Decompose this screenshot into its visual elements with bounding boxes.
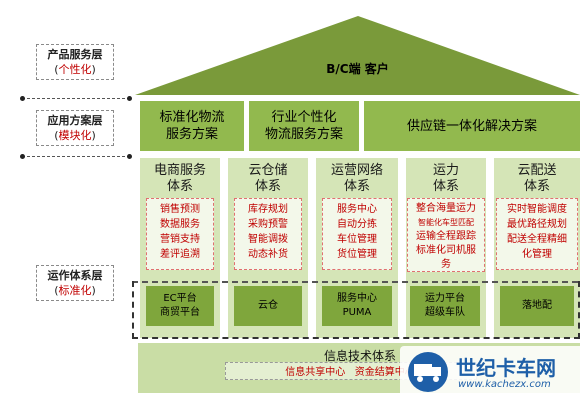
system-item: 智能化车型匹配 [418, 218, 474, 227]
separator-line [22, 98, 130, 99]
system-title-line: 体系 [254, 179, 281, 194]
application-industry: 行业个性化物流服务方案 [249, 101, 359, 151]
platform-line: 运力平台 [425, 293, 465, 304]
system-item: 车位管理 [337, 234, 377, 245]
truck-logo-icon [408, 352, 448, 392]
platform-line: 商贸平台 [160, 307, 200, 318]
system-item: 服务中心 [337, 204, 377, 215]
layer-title: 运作体系层 [47, 269, 103, 282]
system-item: 化管理 [522, 249, 552, 260]
platform-line: 云仓 [258, 300, 278, 311]
platform-line: 超级车队 [425, 307, 465, 318]
system-title: 电商服务体系 [140, 163, 220, 195]
watermark-url: www.kachezx.com [458, 379, 551, 390]
system-item: 库存规划 [248, 204, 288, 215]
application-line: 服务方案 [165, 127, 218, 142]
system-item: 动态补货 [248, 249, 288, 260]
layer-subtitle: 个性化 [58, 63, 92, 76]
platform-cloud-warehouse: 云仓 [234, 286, 302, 326]
system-item: 标准化司机服 [416, 245, 476, 256]
separator-dot [127, 154, 132, 159]
application-supply-chain: 供应链一体化解决方案 [364, 101, 580, 151]
operation-band [132, 281, 580, 339]
system-items: 实时智能调度 最优路径规划 配送全程精细 化管理 [496, 198, 578, 270]
layer-subtitle: 模块化 [58, 129, 92, 142]
platform-ecommerce: EC平台商贸平台 [146, 286, 214, 326]
system-item: 务 [441, 259, 451, 270]
platform-line: 落地配 [522, 300, 552, 311]
layer-title: 产品服务层 [47, 48, 103, 61]
system-title: 运营网络体系 [316, 163, 398, 195]
info-tech-items-text: 信息共享中心 资金结算中心 [285, 367, 415, 378]
layer-label-product: 产品服务层 (个性化) [36, 44, 114, 80]
application-line: 供应链一体化解决方案 [406, 118, 537, 134]
system-item: 运输全程跟踪 [416, 231, 476, 242]
system-title-line: 运力 [432, 163, 459, 178]
layer-subtitle: 标准化 [58, 284, 92, 297]
separator-line [132, 281, 578, 283]
system-item: 销售预测 [160, 204, 200, 215]
platform-delivery: 落地配 [500, 286, 574, 326]
info-tech-title: 信息技术体系 [323, 349, 396, 363]
separator-dot [20, 96, 25, 101]
system-title-line: 电商服务 [153, 163, 206, 178]
platform-line: PUMA [342, 307, 372, 318]
layer-title: 应用方案层 [47, 114, 103, 127]
system-item: 整合海量运力 [416, 203, 476, 214]
watermark-brand: 世纪卡车网 [456, 356, 556, 380]
layer-label-operation: 运作体系层 (标准化) [36, 265, 114, 301]
separator-dot [127, 96, 132, 101]
system-title: 云仓储体系 [228, 163, 308, 195]
system-title-line: 体系 [523, 179, 550, 194]
system-items: 整合海量运力 智能化车型匹配 运输全程跟踪 标准化司机服 务 [407, 198, 485, 272]
platform-line: EC平台 [163, 293, 197, 304]
platform-network: 服务中心 PUMA [322, 286, 392, 326]
watermark: 世纪卡车网 www.kachezx.com [400, 346, 586, 398]
system-item: 最优路径规划 [507, 219, 567, 230]
system-item: 营销支持 [160, 234, 200, 245]
system-title-line: 运营网络 [330, 163, 383, 178]
system-items: 库存规划 采购预警 智能调拨 动态补货 [234, 198, 302, 270]
layer-label-application: 应用方案层 (模块化) [36, 110, 114, 146]
roof-label: B/C端 客户 [326, 62, 389, 76]
separator-line [22, 156, 130, 157]
system-title-line: 体系 [432, 179, 459, 194]
platform-capacity: 运力平台超级车队 [410, 286, 480, 326]
system-title-line: 云配送 [517, 163, 557, 178]
system-title-line: 体系 [343, 179, 370, 194]
system-title-line: 云仓储 [248, 163, 288, 178]
application-standard: 标准化物流服务方案 [140, 101, 244, 151]
application-line: 行业个性化 [271, 110, 337, 125]
system-item: 货位管理 [337, 249, 377, 260]
application-line: 标准化物流 [159, 110, 225, 125]
system-item: 智能调拨 [248, 234, 288, 245]
platform-line: 服务中心 [337, 293, 377, 304]
system-title-line: 体系 [166, 179, 193, 194]
system-item: 数据服务 [160, 219, 200, 230]
application-line: 物流服务方案 [264, 127, 343, 142]
system-items: 服务中心 自动分拣 车位管理 货位管理 [322, 198, 392, 270]
system-title: 云配送体系 [494, 163, 580, 195]
system-item: 采购预警 [248, 219, 288, 230]
separator-dot [20, 154, 25, 159]
system-item: 差评追溯 [160, 249, 200, 260]
system-title: 运力体系 [406, 163, 486, 195]
system-items: 销售预测 数据服务 营销支持 差评追溯 [146, 198, 214, 270]
system-item: 配送全程精细 [507, 234, 567, 245]
system-item: 自动分拣 [337, 219, 377, 230]
system-item: 实时智能调度 [507, 204, 567, 215]
